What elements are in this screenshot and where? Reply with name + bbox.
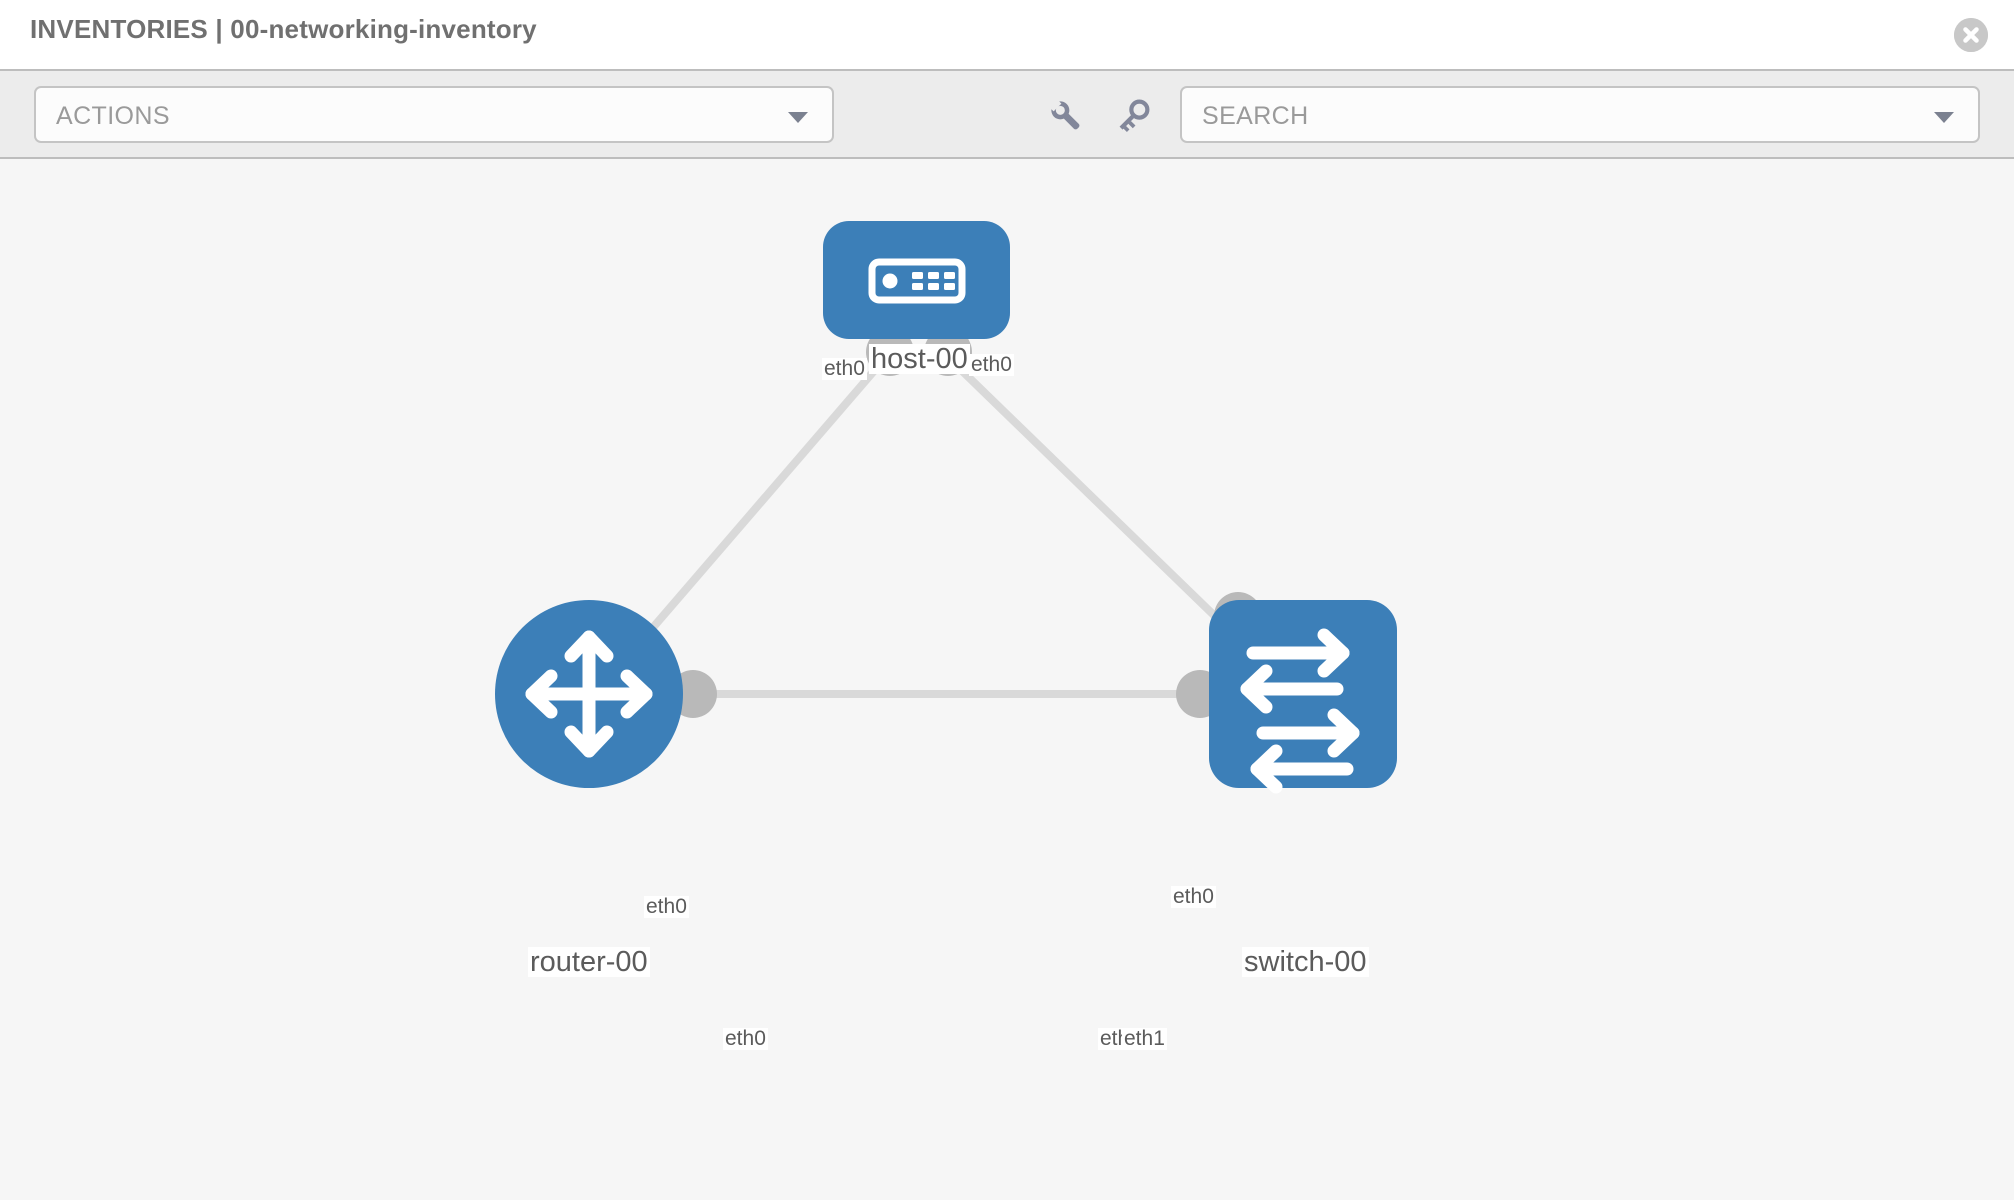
edge-label-router-eth0-up: eth0 — [644, 895, 689, 919]
actions-dropdown-label: ACTIONS — [56, 102, 170, 130]
edge-label-switch-eth1-left: eth1 — [1122, 1027, 1167, 1051]
topology-canvas[interactable]: host-00 router-00 switch-00 eth0 eth0 et… — [0, 159, 2014, 1200]
key-icon[interactable] — [1113, 96, 1153, 136]
node-host-00 — [823, 221, 1010, 339]
node-label-router-00: router-00 — [528, 946, 650, 978]
node-router-00 — [495, 600, 683, 788]
chevron-down-icon[interactable] — [1934, 112, 1954, 123]
node-label-switch-00: switch-00 — [1242, 946, 1369, 978]
edge-label-host-eth0-right: eth0 — [969, 353, 1014, 377]
topology-links — [596, 361, 1293, 698]
topology-interface-blobs — [669, 328, 1262, 718]
wrench-icon[interactable] — [1046, 96, 1086, 136]
node-label-host-00: host-00 — [869, 343, 970, 375]
router-arrows-icon — [525, 630, 653, 758]
close-icon[interactable] — [1954, 18, 1988, 52]
page-header: INVENTORIES | 00-networking-inventory — [0, 0, 2014, 69]
toolbar: ACTIONS — [0, 69, 2014, 159]
chevron-down-icon — [788, 112, 808, 123]
edge-label-host-eth0-left: eth0 — [822, 357, 867, 381]
switch-arrows-icon — [1240, 628, 1360, 794]
edge-label-router-eth0-right: eth0 — [723, 1027, 768, 1051]
search-placeholder: SEARCH — [1202, 102, 1309, 130]
topology-graph — [495, 221, 1397, 794]
node-host-00-shape — [823, 221, 1010, 339]
server-icon — [868, 258, 966, 304]
edge-label-switch-eth0-up: eth0 — [1171, 885, 1216, 909]
page-title: INVENTORIES | 00-networking-inventory — [30, 14, 537, 44]
search-input[interactable]: SEARCH — [1180, 86, 1980, 143]
actions-dropdown[interactable]: ACTIONS — [34, 86, 834, 143]
node-switch-00 — [1209, 600, 1397, 794]
